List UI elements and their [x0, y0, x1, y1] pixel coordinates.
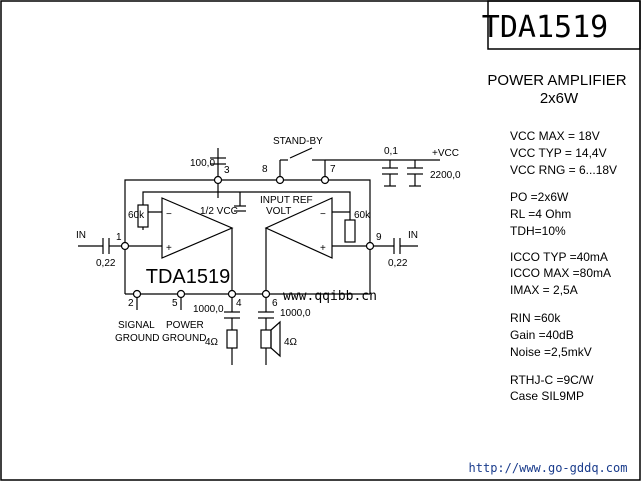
node-pin6: [261, 289, 271, 299]
title-box: [487, 0, 641, 50]
label-pin5: 5: [172, 298, 178, 309]
label-pin9: 9: [376, 232, 382, 243]
spec-rin: RIN =60k: [510, 311, 561, 325]
subtitle-line1: POWER AMPLIFIER: [487, 72, 626, 89]
node-pin9: [365, 241, 375, 251]
label-in-right: IN: [408, 230, 418, 241]
label-half-vcc: 1/2 VCC: [200, 206, 238, 217]
spec-vcc-rng: VCC RNG = 6...18V: [510, 163, 617, 177]
label-pin2: 2: [128, 298, 134, 309]
schematic-labels: STAND-BY +VCC 100,0 0,1 2200,0 1/2 VCC I…: [76, 136, 461, 348]
label-c2200: 2200,0: [430, 170, 461, 181]
spec-gain: Gain =40dB: [510, 328, 574, 342]
spec-rl: RL =4 Ohm: [510, 207, 571, 221]
label-r-left: 60k: [128, 210, 145, 221]
node-pin2: [132, 289, 142, 299]
wires: [78, 147, 440, 365]
label-pin8: 8: [262, 164, 268, 175]
speaker-right-cone: [270, 320, 281, 358]
label-pin3: 3: [224, 165, 230, 176]
node-pin3: [213, 175, 223, 185]
vcc-rail: [124, 179, 371, 240]
label-amp-left-minus: −: [166, 209, 172, 220]
spec-rthj: RTHJ-C =9C/W: [510, 373, 594, 387]
label-power-2: GROUND: [162, 333, 206, 344]
label-stand-by: STAND-BY: [273, 136, 323, 147]
label-c100: 100,0: [190, 158, 215, 169]
node-pin1: [120, 241, 130, 251]
label-c022-right: 0,22: [388, 258, 408, 269]
spec-noise: Noise =2,5mkV: [510, 345, 592, 359]
label-c01: 0,1: [384, 146, 398, 157]
label-c022-left: 0,22: [96, 258, 116, 269]
label-pin4: 4: [236, 298, 242, 309]
label-pin7: 7: [330, 164, 336, 175]
label-c1000-left: 1000,0: [193, 304, 224, 315]
spec-imax: IMAX = 2,5A: [510, 283, 578, 297]
resistor-60k-left: [137, 204, 149, 228]
label-pin1: 1: [116, 232, 122, 243]
label-in-left: IN: [76, 230, 86, 241]
chip-label: TDA1519: [146, 266, 231, 288]
label-c1000-right: 1000,0: [280, 308, 311, 319]
spec-case: Case SIL9MP: [510, 389, 584, 403]
node-pin8: [275, 175, 285, 185]
resistor-60k-right: [344, 219, 356, 243]
speaker-right: [260, 329, 272, 349]
spec-tdh: TDH=10%: [510, 224, 566, 238]
label-amp-right-plus: +: [320, 243, 326, 254]
speaker-left: [226, 329, 238, 349]
label-amp-left-plus: +: [166, 243, 172, 254]
label-amp-right-minus: −: [320, 209, 326, 220]
spec-vcc-max: VCC MAX = 18V: [510, 129, 600, 143]
label-vcc-top: +VCC: [432, 148, 459, 159]
amp-left: [161, 197, 234, 259]
label-pin6: 6: [272, 298, 278, 309]
spec-po: PO =2x6W: [510, 190, 569, 204]
watermark: www.qqibb.cn: [283, 289, 377, 304]
label-r-right: 60k: [354, 210, 371, 221]
junctions: [120, 175, 375, 299]
label-input-ref: INPUT REF: [260, 195, 313, 206]
subtitle-line2: 2x6W: [540, 90, 579, 107]
amp-right: [264, 197, 333, 259]
spec-icco-typ: ICCO TYP =40mA: [510, 250, 608, 264]
footer-url: http://www.go-gddq.com: [469, 461, 628, 475]
label-signal-2: GROUND: [115, 333, 159, 344]
switch-blade: [289, 147, 313, 159]
node-pin7: [320, 175, 330, 185]
spec-icco-max: ICCO MAX =80mA: [510, 266, 611, 280]
label-signal-1: SIGNAL: [118, 320, 155, 331]
label-spk-left: 4Ω: [205, 337, 219, 348]
title-text: TDA1519: [482, 10, 608, 45]
label-power-1: POWER: [166, 320, 204, 331]
node-pin5: [176, 289, 186, 299]
node-pin4: [227, 289, 237, 299]
spec-vcc-typ: VCC TYP = 14,4V: [510, 146, 607, 160]
ref-rail: [142, 191, 351, 230]
label-spk-right: 4Ω: [284, 337, 298, 348]
label-volt: VOLT: [266, 206, 291, 217]
spec-list: VCC MAX = 18V VCC TYP = 14,4V VCC RNG = …: [510, 129, 617, 403]
